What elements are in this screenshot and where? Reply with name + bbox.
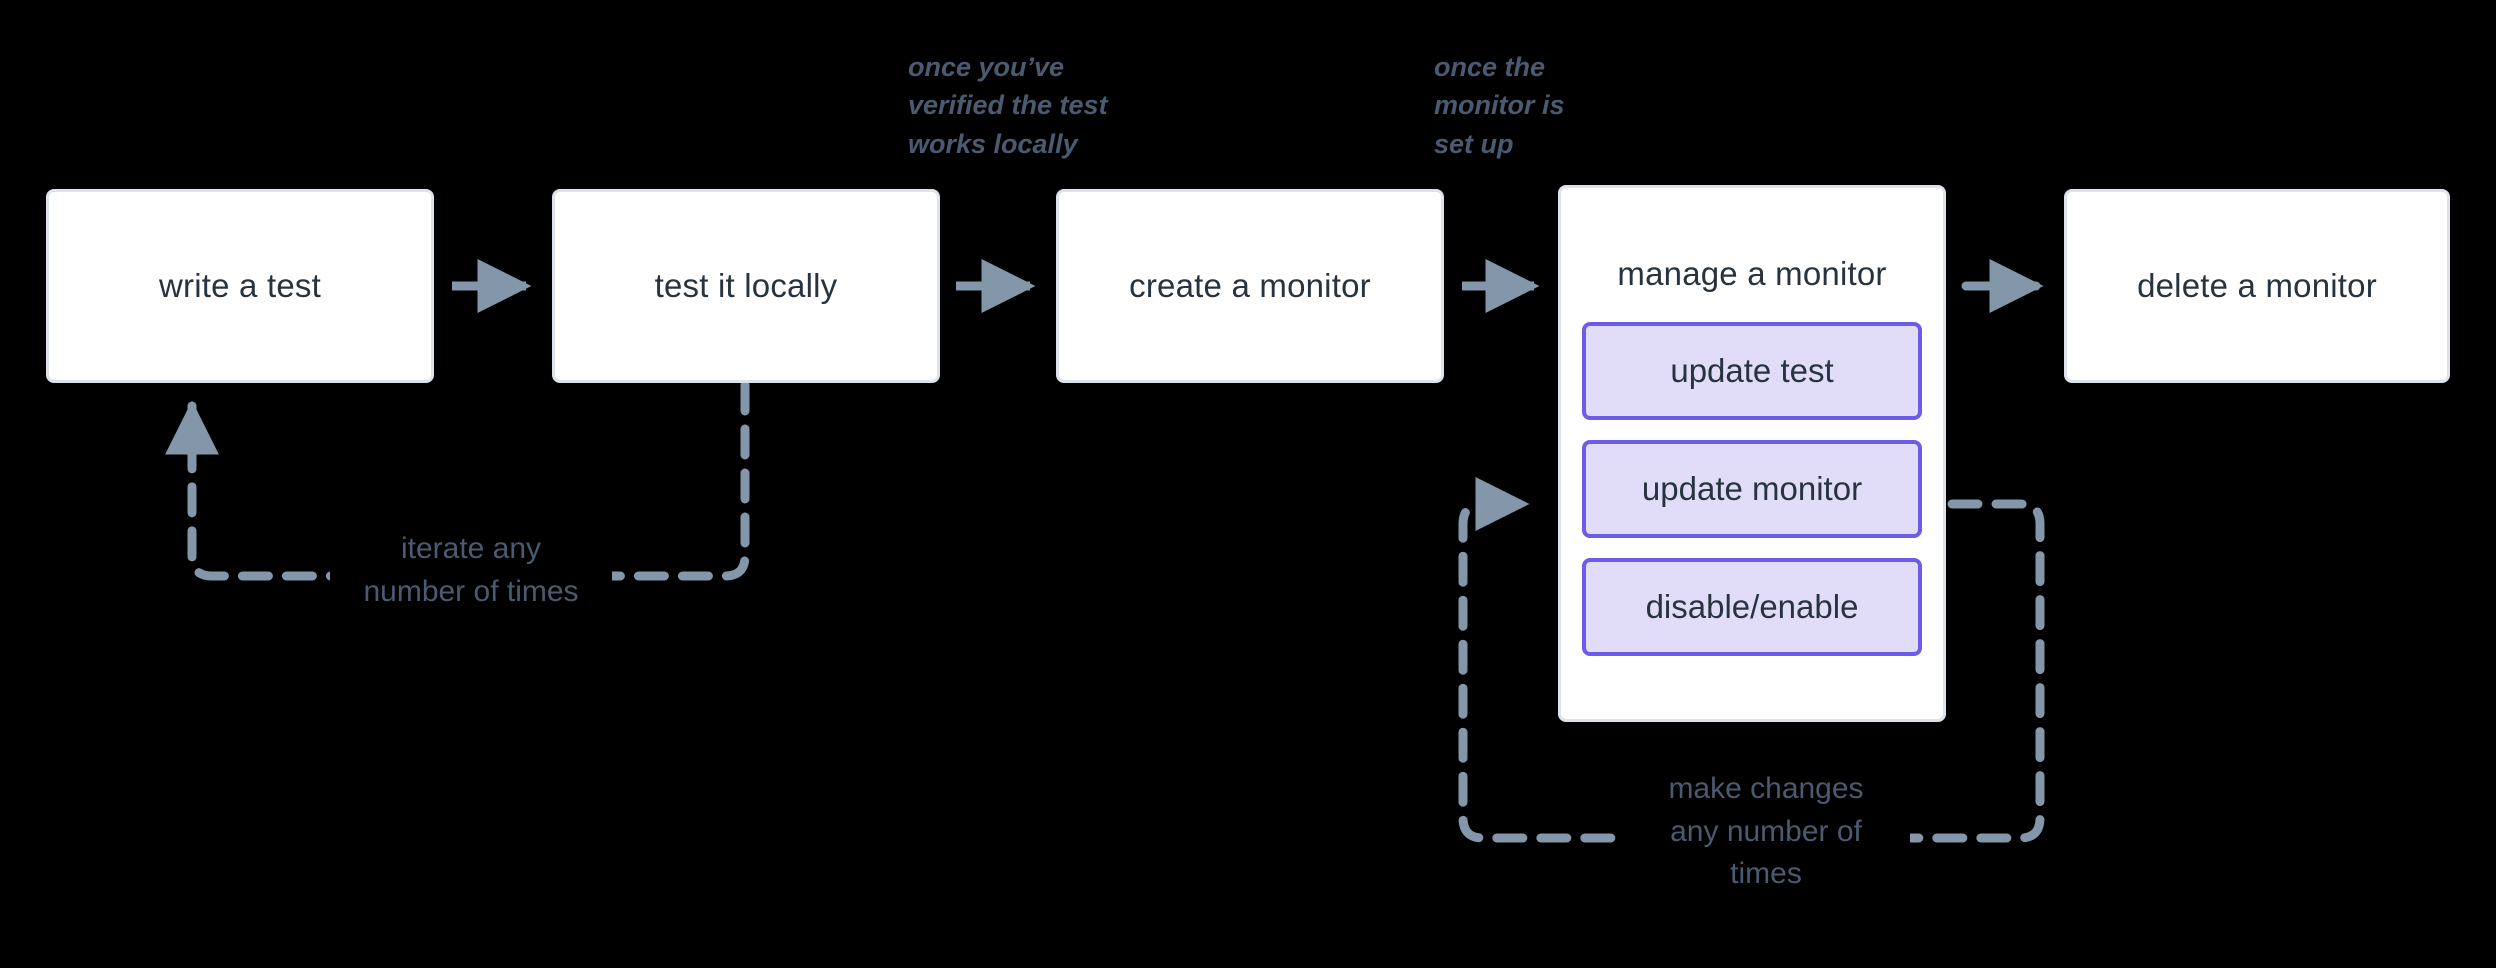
loop-note-iterate: iterate any number of times — [330, 528, 612, 614]
sub-node-label-update-test: update test — [1670, 351, 1834, 389]
node-label-manage-a-monitor: manage a monitor — [1617, 255, 1887, 292]
node-label-delete-a-monitor: delete a monitor — [2137, 267, 2377, 305]
manage-actions-list: update test update monitor disable/enabl… — [1561, 321, 1943, 656]
sub-node-update-monitor[interactable]: update monitor — [1582, 439, 1922, 538]
node-test-it-locally[interactable]: test it locally — [552, 189, 940, 383]
edge-note-verified: once you’ve verified the test works loca… — [908, 52, 1108, 159]
sub-node-disable-enable[interactable]: disable/enable — [1582, 557, 1922, 656]
node-label-create-a-monitor: create a monitor — [1129, 267, 1371, 305]
node-delete-a-monitor[interactable]: delete a monitor — [2064, 189, 2450, 383]
node-label-write-a-test: write a test — [159, 267, 321, 305]
node-manage-a-monitor[interactable]: manage a monitor update test update moni… — [1558, 185, 1946, 722]
node-create-a-monitor[interactable]: create a monitor — [1056, 189, 1444, 383]
loop-note-make-changes: make changes any number of times — [1622, 768, 1910, 896]
node-label-test-it-locally: test it locally — [654, 267, 838, 305]
node-write-a-test[interactable]: write a test — [46, 189, 434, 383]
sub-node-label-update-monitor: update monitor — [1641, 469, 1863, 507]
edge-note-setup: once the monitor is set up — [1434, 52, 1565, 159]
sub-node-label-disable-enable: disable/enable — [1645, 587, 1859, 625]
sub-node-update-test[interactable]: update test — [1582, 321, 1922, 420]
